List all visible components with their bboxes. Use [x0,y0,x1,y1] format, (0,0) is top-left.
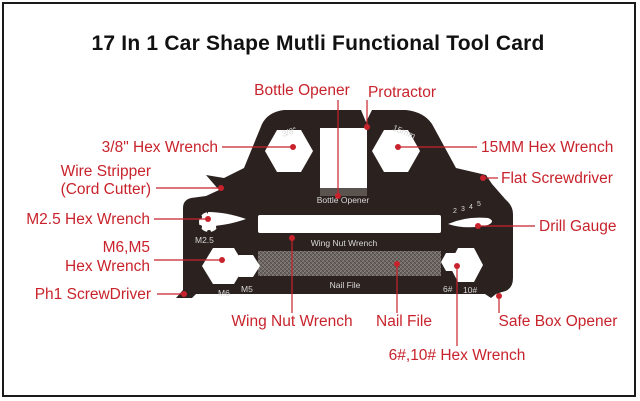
engraving-10: 10# [463,285,477,295]
label-hex-15mm: 15MM Hex Wrench [481,139,613,156]
engraving-m5: M5 [241,284,253,294]
label-safe-box: Safe Box Opener [499,313,618,330]
label-drill-gauge: Drill Gauge [539,218,617,235]
m6-hex-hole [202,248,245,284]
label-m25-hex: M2.5 Hex Wrench [26,211,150,228]
label-ph1: Ph1 ScrewDriver [35,286,151,303]
hex-hole-15mm [372,130,420,172]
engraving-wing-nut: Wing Nut Wrench [311,238,378,248]
label-protractor: Protractor [368,84,436,101]
engraving-3-8: 3/8" [281,125,298,139]
hex-hole-3-8 [265,130,313,172]
label-m6m5-line1: M6,M5 [103,239,150,256]
engraving-gauge-2: 2 [453,208,457,215]
drill-gauge-slot [448,217,492,228]
label-wire-stripper-line2: (Cord Cutter) [61,181,151,198]
label-nail-file: Nail File [376,313,432,330]
engraving-gauge-3: 3 [461,206,465,213]
leader-dots [181,124,502,299]
bottle-opener-hole [320,128,367,188]
engraving-gauge-5: 5 [477,201,481,208]
m5-hex-hole [232,255,260,277]
wire-stripper-slot [208,212,246,226]
wing-nut-slot [258,215,441,233]
label-hex-3-8: 3/8" Hex Wrench [102,139,218,156]
label-m6m5-line2: Hex Wrench [65,258,150,275]
label-wing-nut: Wing Nut Wrench [231,313,352,330]
engraving-m6: M6 [218,288,230,298]
label-wire-stripper-line1: Wire Stripper [61,163,151,180]
engraving-gauge-4: 4 [469,204,473,211]
bottle-opener-edge [320,188,367,196]
engraving-bottle-opener: Bottle Opener [317,195,370,205]
label-bottle-opener: Bottle Opener [254,82,350,99]
page-title: 17 In 1 Car Shape Mutli Functional Tool … [92,32,545,55]
engraving-6: 6# [443,284,453,294]
engraving-nail-file: Nail File [330,280,361,290]
label-flat-screwdriver: Flat Screwdriver [501,170,613,187]
engraving-m25: M2.5 [195,235,214,245]
nail-file-band [258,251,441,276]
label-hex-6-10: 6#,10# Hex Wrench [389,347,526,364]
